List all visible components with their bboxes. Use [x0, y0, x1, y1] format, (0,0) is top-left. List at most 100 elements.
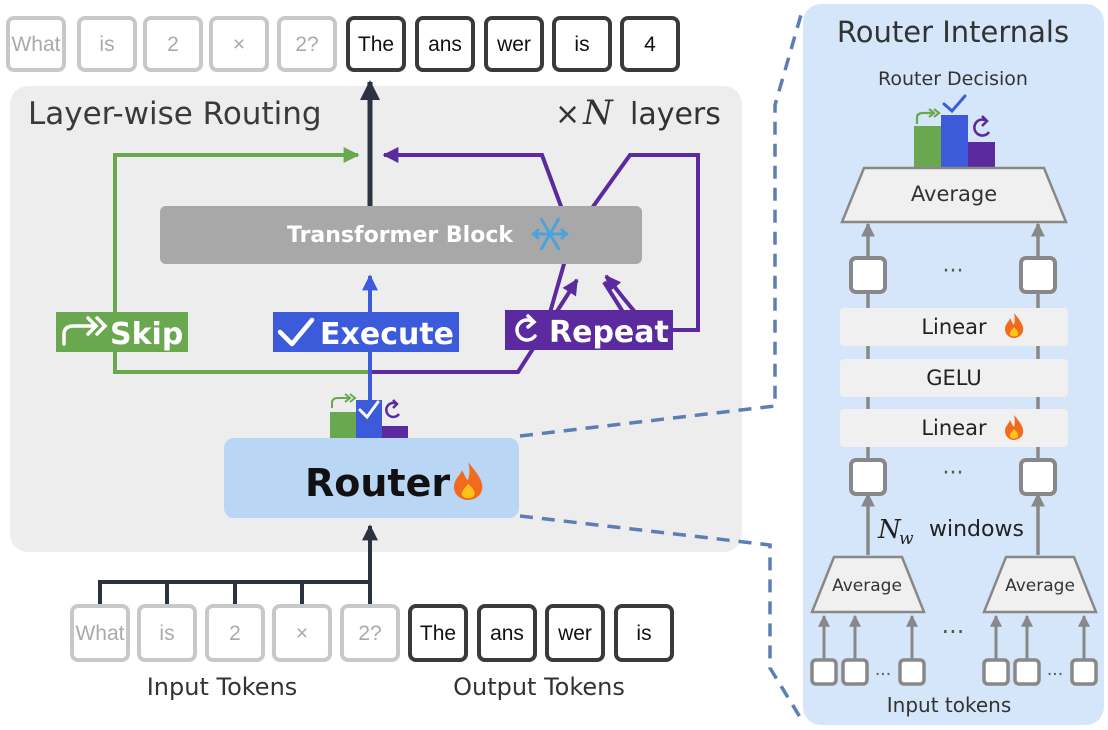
output-tokens-caption: Output Tokens [453, 673, 625, 701]
gelu-label: GELU [926, 366, 982, 390]
token-text: 2 [167, 33, 179, 56]
node [1019, 458, 1057, 496]
token-text: is [636, 622, 651, 645]
token-box [346, 16, 406, 72]
svg-text:layers: layers [630, 97, 721, 132]
bottom-output-token-labels: The ans wer is [420, 622, 652, 645]
repeat-bar [968, 142, 995, 168]
checkmark-icon [358, 400, 380, 420]
repeat-label-box [505, 310, 673, 350]
skip-arrow-icon [915, 108, 941, 124]
token-box [205, 604, 265, 662]
input-token-squares [810, 658, 1098, 686]
token-box [614, 604, 674, 662]
checkmark-icon [942, 94, 967, 114]
windows-label: N w windows [877, 515, 1024, 549]
token-text: × [296, 622, 308, 645]
token-box [6, 16, 66, 72]
linear-2-label: Linear [921, 416, 987, 440]
input-merge-arrows [98, 524, 378, 606]
input-token-arrows [818, 614, 1090, 660]
token-text: is [574, 33, 589, 56]
node [810, 658, 838, 686]
token-box [70, 604, 130, 662]
ellipsis: ··· [943, 259, 964, 284]
internals-title: Router Internals [837, 15, 1069, 49]
repeat-label: Repeat [549, 315, 669, 350]
token-text: 4 [644, 33, 656, 56]
token-box [209, 16, 269, 72]
bottom-output-tokens [408, 604, 674, 662]
repeat-path [370, 278, 579, 374]
average-trapezoid-right [982, 555, 1098, 614]
checkmark-icon [277, 317, 315, 347]
input-dots-left: ··· [875, 665, 891, 685]
input-dots-right: ··· [1047, 665, 1063, 685]
token-box [277, 16, 337, 72]
skip-label-box [56, 312, 188, 352]
input-tokens-internals-label: Input tokens [887, 693, 1012, 717]
token-box [552, 16, 612, 72]
bottom-input-token-labels: What is 2 × 2? [75, 622, 381, 645]
transformer-block-label: Transformer Block [287, 223, 514, 248]
repeat-bar [382, 426, 408, 438]
token-text: ans [428, 33, 462, 56]
linear-1-label: Linear [921, 315, 987, 339]
ellipsis: ··· [943, 461, 964, 486]
average-trapezoid-top [840, 166, 1068, 224]
skip-arrow-icon [331, 393, 357, 408]
token-box [477, 604, 537, 662]
token-text: What [11, 33, 60, 56]
svg-text:N: N [582, 93, 614, 133]
execute-label: Execute [320, 317, 454, 352]
router-decision-bars [330, 393, 408, 438]
svg-text:w: w [899, 529, 914, 549]
token-text: The [420, 622, 456, 645]
transformer-block [160, 206, 642, 264]
internals-decision-bars [914, 94, 995, 168]
skip-bar [330, 412, 356, 438]
top-output-token-labels: The ans wer is 4 [358, 33, 656, 56]
token-text: is [159, 622, 174, 645]
top-input-tokens [6, 16, 337, 72]
skip-path [113, 147, 370, 374]
average-top-label: Average [911, 182, 997, 206]
bottom-input-tokens [70, 604, 400, 662]
repeat-icon [973, 115, 991, 137]
node [849, 256, 887, 294]
skip-label: Skip [110, 317, 183, 352]
svg-text:×: × [555, 97, 580, 132]
top-input-token-labels: What is 2 × 2? [11, 33, 318, 56]
svg-text:N: N [877, 515, 902, 545]
router-box [224, 438, 519, 518]
node [1013, 658, 1041, 686]
token-text: wer [496, 33, 531, 56]
average-trapezoid-left [810, 555, 926, 614]
input-tokens-caption: Input Tokens [147, 673, 298, 701]
router-label: Router [305, 461, 450, 505]
token-box [408, 604, 468, 662]
zoom-connector-bottom [519, 514, 805, 723]
token-text: 2? [295, 33, 318, 56]
repeat-icon [385, 399, 401, 419]
node [898, 658, 926, 686]
svg-text:windows: windows [929, 517, 1024, 542]
token-text: 2? [358, 622, 381, 645]
execute-bar [941, 115, 968, 168]
skip-arrow-icon [62, 316, 108, 346]
token-text: × [233, 33, 245, 56]
node [1070, 658, 1098, 686]
token-text: wer [557, 622, 592, 645]
skip-bar [914, 126, 941, 168]
token-box [545, 604, 605, 662]
token-text: The [358, 33, 394, 56]
snowflake-icon [531, 217, 569, 251]
average-right-label: Average [1005, 576, 1075, 596]
token-text: is [99, 33, 114, 56]
token-box [272, 604, 332, 662]
token-text: What [75, 622, 124, 645]
token-box [415, 16, 475, 72]
execute-bar [356, 400, 382, 438]
layer-panel-title: Layer-wise Routing [28, 96, 322, 132]
